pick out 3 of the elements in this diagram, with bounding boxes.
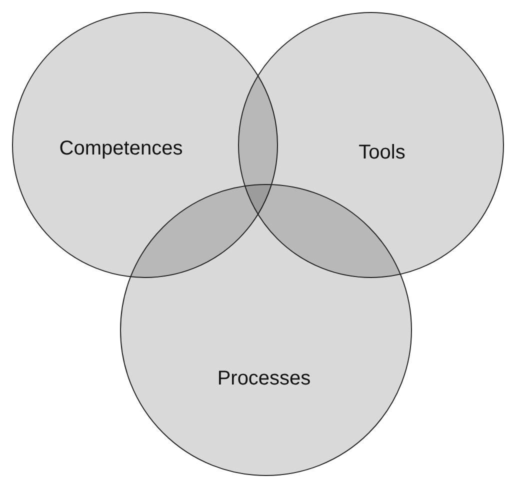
circle-label: Competences: [59, 138, 183, 160]
circle-label: Tools: [358, 142, 406, 164]
circle-label: Processes: [217, 368, 311, 390]
